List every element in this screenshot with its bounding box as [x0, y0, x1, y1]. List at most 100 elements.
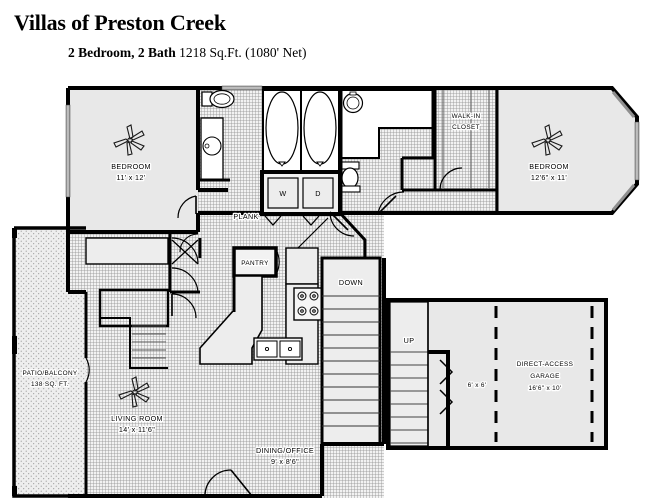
storage-walls	[428, 350, 450, 448]
dryer-unit	[302, 177, 334, 209]
window-bay-lower	[611, 184, 636, 211]
patio-post-w	[12, 336, 17, 354]
bedroom-left: BEDROOM 11' x 12'	[110, 88, 228, 232]
kitchen-sink	[253, 337, 303, 361]
door-closet-small-swing	[179, 233, 199, 253]
door-hall-swing	[329, 211, 355, 237]
garage-block: UP 6' x 6'	[386, 298, 608, 450]
door-hall-leaf	[329, 211, 349, 231]
door-entry-leaf	[230, 469, 253, 497]
living-room-name: LIVING ROOM	[111, 414, 163, 423]
storage-bifold-upper	[439, 359, 454, 385]
tub-right-drain	[316, 161, 324, 167]
window-bay-center	[634, 121, 640, 181]
pantry-label: PANTRY	[241, 260, 269, 267]
patio-balcony: PATIO/BALCONY 138 SQ. FT.	[12, 226, 90, 498]
bedroom-right: BEDROOM 12'6" x 11'	[528, 124, 570, 183]
patio-post-nw	[12, 228, 17, 238]
living-room: LIVING ROOM 14' x 11'6"	[66, 232, 322, 498]
tub-left-drain	[278, 161, 286, 167]
stairs-down: DOWN	[320, 256, 382, 446]
dining-office-dims: 9' x 8'6"	[271, 457, 299, 466]
kitchen	[199, 247, 323, 365]
tub-shower-pair	[262, 89, 340, 173]
kitchen-counter-left	[199, 275, 263, 365]
door-hall-left-swing	[171, 293, 197, 319]
interior-stair-edge	[100, 317, 168, 369]
interior-landing	[98, 288, 170, 328]
stairs-up-label: UP	[404, 336, 415, 345]
stairs-down-label: DOWN	[339, 278, 363, 287]
closet-bifold-upper	[171, 239, 199, 265]
patio-label-1: PATIO/BALCONY	[22, 370, 77, 377]
garage-dims: 16'6" x 10'	[528, 385, 561, 392]
closet-door-swing-upper	[171, 237, 199, 265]
garage-label-2: GARAGE	[530, 373, 559, 380]
unit-spec-line: 2 Bedroom, 2 Bath 1218 Sq.Ft. (1080' Net…	[68, 45, 306, 61]
stairs-up: UP	[389, 300, 429, 448]
bathroom-right	[339, 88, 498, 215]
unit-spec-bold: 2 Bedroom, 2 Bath	[68, 45, 176, 60]
pantry-enclosure	[232, 246, 278, 278]
floor-fills	[14, 88, 637, 498]
ceiling-fan-bedroom-left	[113, 124, 145, 156]
door-bath-right-leaf	[377, 195, 397, 215]
tub-right-basin	[303, 91, 337, 165]
walk-in-closet-label-1: WALK-IN	[452, 113, 481, 120]
bedroom-right-floor	[498, 90, 637, 212]
patio-post-sw	[12, 486, 17, 496]
windows	[65, 85, 640, 211]
patio-label-2: 138 SQ. FT.	[31, 381, 69, 388]
bedroom-left-dims: 11' x 12'	[117, 173, 146, 182]
hall-closets	[68, 230, 202, 319]
plank-hall: PLANK	[232, 211, 367, 258]
garage-outer-wall	[386, 298, 608, 450]
laundry-bifold-left	[264, 215, 282, 226]
bedroom-right-dims: 12'6" x 11'	[531, 173, 567, 182]
faucet-right-bath	[349, 91, 357, 96]
sink-right-bath-bowl	[346, 96, 360, 110]
cooktop-burners	[297, 291, 319, 316]
bathroom-left	[198, 89, 235, 182]
walk-in-closet: WALK-IN CLOSET	[433, 88, 499, 213]
door-bath-right-swing	[377, 191, 405, 215]
garage-label-1: DIRECT-ACCESS	[517, 361, 573, 368]
window-top-bath	[221, 85, 263, 91]
stairs-down-treads	[322, 295, 380, 427]
living-room-dims: 14' x 11'6"	[119, 425, 155, 434]
hall-diag-guide	[297, 217, 329, 249]
stairs-up-treads	[390, 351, 428, 444]
laundry-bifold-right	[302, 215, 320, 226]
unit-spec-rest: 1218 Sq.Ft. (1080' Net)	[179, 45, 307, 60]
stairs-up-enclosure	[389, 301, 429, 447]
window-bedroom-left	[65, 104, 71, 198]
ceiling-fan-bedroom-right	[531, 124, 563, 156]
tub-left-basin	[265, 91, 299, 165]
plank-hall-label: PLANK	[233, 212, 258, 221]
washer-unit	[267, 177, 299, 209]
dryer-label: D	[315, 189, 321, 198]
door-walk-in-swing	[439, 167, 463, 191]
window-bay-upper	[611, 91, 636, 118]
toilet-right-bath	[339, 161, 361, 193]
storage-bifold-lower	[439, 389, 454, 415]
vanity-left-bath	[200, 117, 224, 181]
dining-office-name: DINING/OFFICE	[256, 446, 314, 455]
door-entry-swing	[204, 469, 232, 497]
linen-closet-shelf	[85, 237, 169, 265]
interior-stair-treads	[132, 325, 166, 359]
washer-label: W	[279, 189, 286, 198]
door-patio-swing	[85, 357, 90, 383]
walk-in-closet-label-2: CLOSET	[452, 124, 480, 131]
cooktop	[293, 287, 323, 321]
door-bedroom-left-swing	[177, 195, 197, 219]
bedroom-left-floor	[70, 90, 198, 232]
pantry: PANTRY	[232, 246, 280, 278]
toilet-left-bath	[201, 89, 235, 109]
storage-6x6: 6' x 6'	[428, 350, 487, 448]
dining-office: DINING/OFFICE 9' x 8'6"	[204, 258, 386, 497]
ceiling-fan-living-room	[118, 376, 150, 408]
walk-in-closet-floor	[435, 90, 497, 188]
storage-6x6-dims: 6' x 6'	[468, 382, 487, 389]
